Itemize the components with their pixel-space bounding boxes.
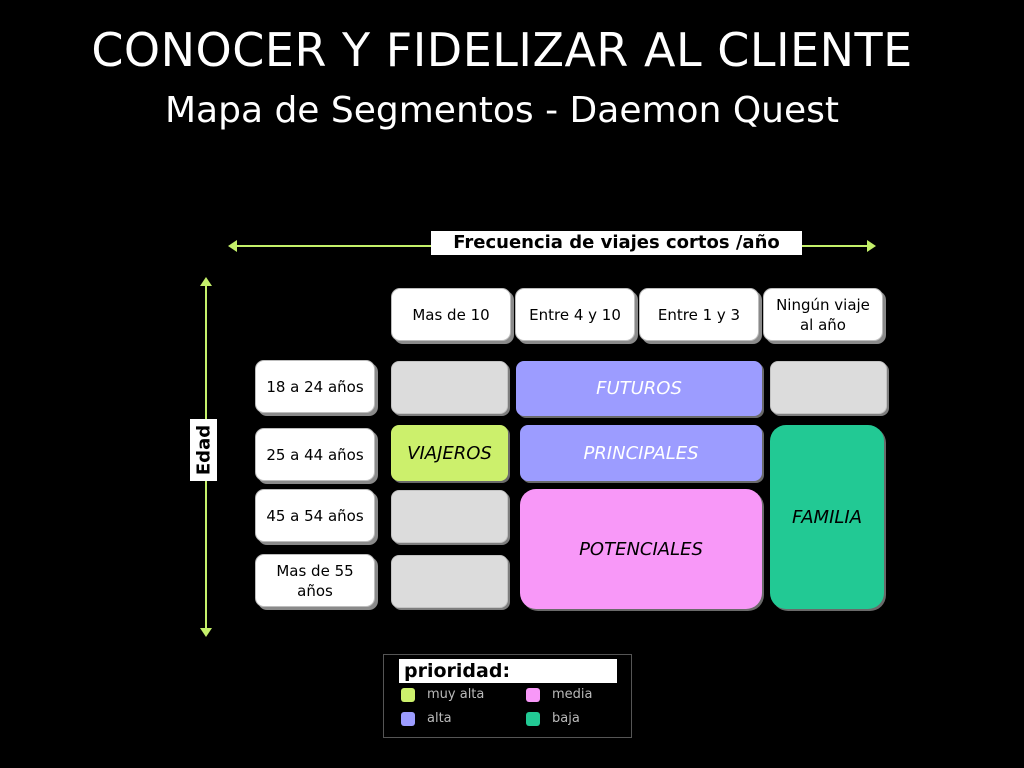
segment-potenciales-label: POTENCIALES (579, 538, 703, 560)
segment-futuros: FUTUROS (516, 361, 762, 416)
empty-cell (391, 490, 508, 543)
priority-legend: prioridad: muy alta media alta baja (383, 654, 632, 738)
arrow-up-icon (200, 277, 212, 286)
page-subtitle: Mapa de Segmentos - Daemon Quest (164, 90, 840, 131)
empty-cell (391, 361, 508, 414)
legend-label-media: media (552, 687, 593, 702)
page-title: CONOCER Y FIDELIZAR AL CLIENTE (91, 23, 913, 77)
segment-familia: FAMILIA (770, 425, 884, 609)
arrow-right-icon (867, 240, 876, 252)
empty-cell (391, 555, 508, 608)
column-header-entre-1-y-3: Entre 1 y 3 (639, 288, 759, 341)
age-axis-label-text: Edad (193, 424, 214, 476)
row-header-25-44: 25 a 44 años (255, 428, 375, 481)
age-axis-label: Edad (190, 419, 217, 481)
row-header-18-24: 18 a 24 años (255, 360, 375, 413)
segment-principales-label: PRINCIPALES (583, 442, 699, 464)
column-header-mas-de-10: Mas de 10 (391, 288, 511, 341)
arrow-left-icon (228, 240, 237, 252)
legend-label-muy-alta: muy alta (427, 687, 485, 702)
legend-swatch-alta (401, 712, 415, 726)
row-header-45-54: 45 a 54 años (255, 489, 375, 542)
legend-swatch-muy-alta (401, 688, 415, 702)
segment-viajeros-label: VIAJEROS (407, 442, 492, 464)
legend-swatch-baja (526, 712, 540, 726)
legend-swatch-media (526, 688, 540, 702)
legend-label-baja: baja (552, 711, 580, 726)
empty-cell (770, 361, 887, 414)
segment-viajeros: VIAJEROS (391, 425, 508, 481)
legend-label-alta: alta (427, 711, 452, 726)
arrow-down-icon (200, 628, 212, 637)
column-header-entre-4-y-10: Entre 4 y 10 (515, 288, 635, 341)
segment-principales: PRINCIPALES (520, 425, 762, 481)
segment-familia-label: FAMILIA (791, 506, 863, 528)
segment-potenciales: POTENCIALES (520, 489, 762, 609)
segment-futuros-label: FUTUROS (596, 378, 682, 399)
legend-title: prioridad: (399, 659, 617, 683)
column-header-ningun-viaje: Ningún viaje al año (763, 288, 883, 341)
frequency-axis-label: Frecuencia de viajes cortos /año (431, 231, 802, 255)
row-header-mas-de-55: Mas de 55 años (255, 554, 375, 607)
